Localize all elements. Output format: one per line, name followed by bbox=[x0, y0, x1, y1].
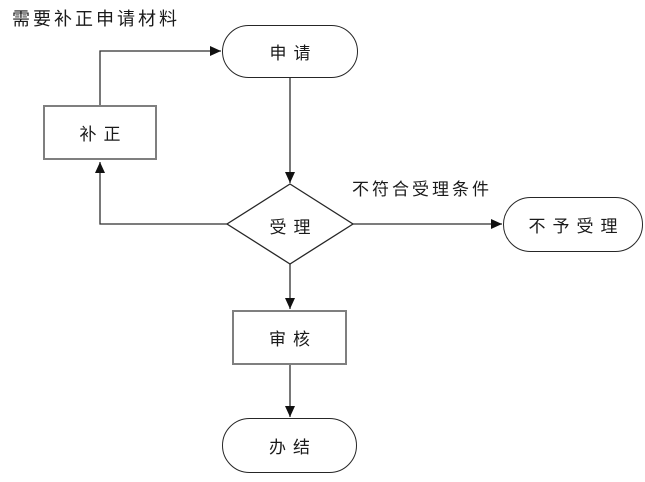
edge-supplement-to-apply bbox=[99, 46, 221, 105]
edge-accept-to-supplement bbox=[95, 162, 227, 225]
node-complete: 办结 bbox=[222, 418, 357, 473]
node-supplement: 补正 bbox=[43, 105, 157, 160]
node-accept-shape bbox=[225, 183, 355, 265]
node-review: 审核 bbox=[232, 310, 347, 365]
node-reject: 不予受理 bbox=[503, 197, 643, 252]
label-reject-condition: 不符合受理条件 bbox=[352, 180, 492, 200]
node-accept-label: 受理 bbox=[269, 218, 318, 238]
label-need-supplement: 需要补正申请材料 bbox=[12, 9, 180, 30]
node-apply: 申请 bbox=[222, 25, 358, 78]
